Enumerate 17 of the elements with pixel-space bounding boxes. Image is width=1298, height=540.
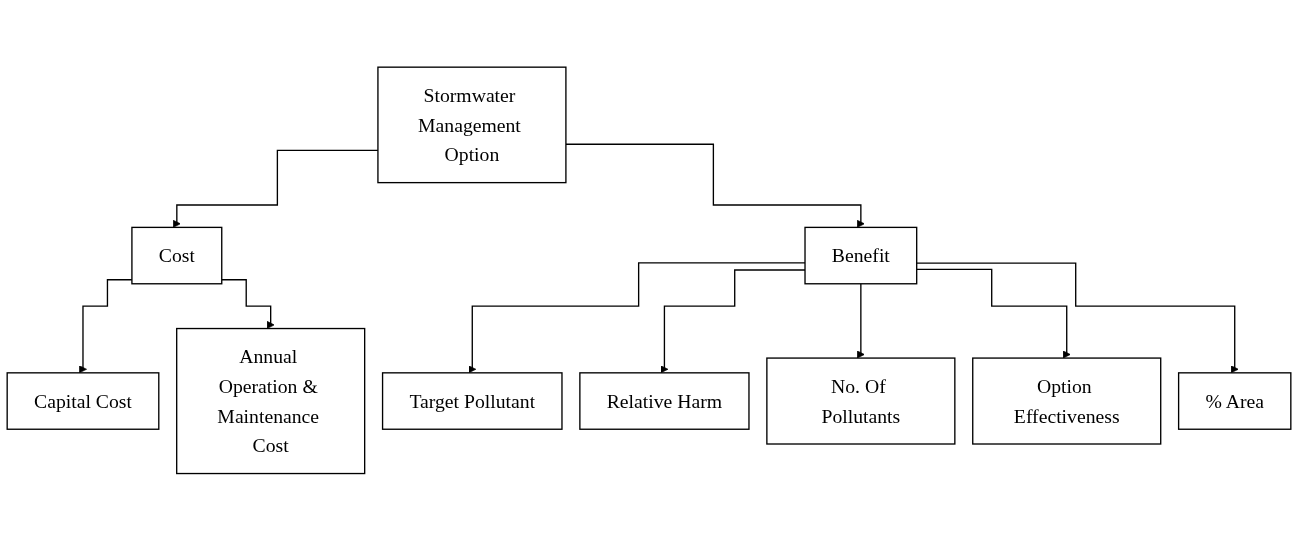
node-box: Cost	[131, 226, 223, 285]
arrow	[565, 143, 865, 228]
node-box: Benefit	[804, 226, 918, 285]
arrow	[856, 282, 865, 359]
node-box: Capital Cost	[6, 371, 160, 430]
node-box: Annual Operation & Maintenance Cost	[176, 327, 366, 474]
arrow	[916, 262, 1239, 373]
arrow	[468, 261, 806, 373]
arrow	[916, 268, 1071, 359]
arrow	[660, 268, 806, 373]
node-box: Option Effectiveness	[972, 357, 1162, 445]
node-box: Relative Harm	[579, 371, 750, 430]
node-box: % Area	[1177, 371, 1292, 430]
arrow	[221, 278, 275, 329]
node-box: Target Pollutant	[381, 371, 563, 430]
node-box: Stormwater Management Option	[377, 66, 567, 183]
node-box: No. Of Pollutants	[766, 357, 956, 445]
